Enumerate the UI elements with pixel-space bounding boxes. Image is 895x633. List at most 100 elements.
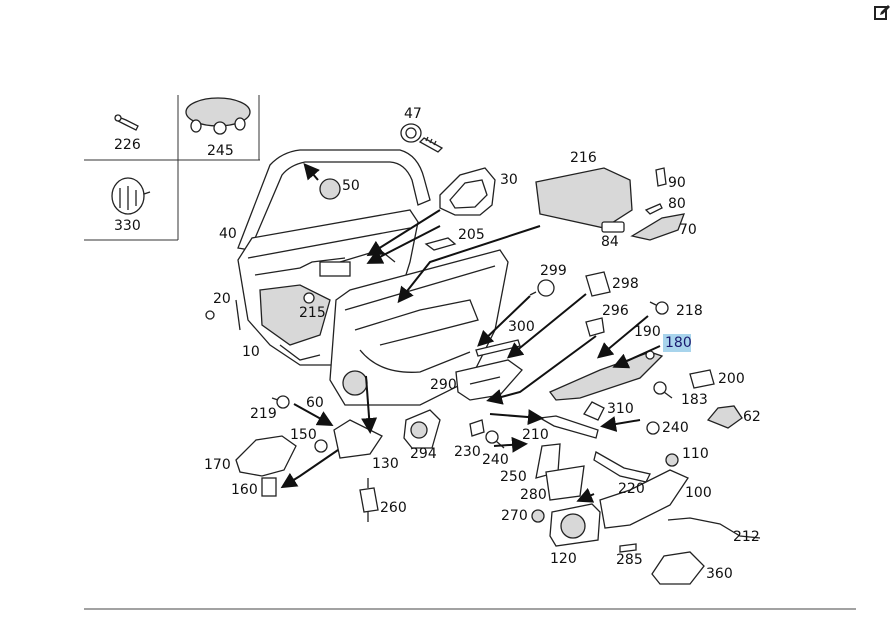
part-170-module[interactable] <box>235 435 297 477</box>
label-218[interactable]: 218 <box>676 303 703 319</box>
label-310[interactable]: 310 <box>607 401 634 417</box>
inset-boxes <box>84 95 260 241</box>
part-205-clip[interactable] <box>424 237 457 251</box>
label-190[interactable]: 190 <box>634 324 661 340</box>
label-296[interactable]: 296 <box>602 303 629 319</box>
part-120-speaker[interactable] <box>549 503 601 547</box>
label-260[interactable]: 260 <box>380 500 407 516</box>
label-120[interactable]: 120 <box>550 551 577 567</box>
highlight-180 <box>663 334 691 352</box>
label-360[interactable]: 360 <box>706 566 733 582</box>
label-60[interactable]: 60 <box>306 395 324 411</box>
label-294[interactable]: 294 <box>410 446 437 462</box>
part-160-fuse[interactable] <box>261 477 277 497</box>
label-205[interactable]: 205 <box>458 227 485 243</box>
label-47[interactable]: 47 <box>404 106 422 122</box>
part-280-panel[interactable] <box>545 465 585 501</box>
part-labels: 226 245 330 47 50 30 216 90 80 84 70 40 … <box>114 106 761 582</box>
label-110[interactable]: 110 <box>682 446 709 462</box>
label-250[interactable]: 250 <box>500 469 527 485</box>
label-245[interactable]: 245 <box>207 143 234 159</box>
part-240-screw-a[interactable] <box>646 421 660 435</box>
part-245-grommet[interactable] <box>185 97 251 135</box>
part-47-seal[interactable] <box>400 123 422 143</box>
edit-icon[interactable] <box>873 4 891 22</box>
label-212[interactable]: 212 <box>733 529 760 545</box>
label-62[interactable]: 62 <box>743 409 761 425</box>
label-299[interactable]: 299 <box>540 263 567 279</box>
part-330-clip[interactable] <box>111 177 151 215</box>
label-40[interactable]: 40 <box>219 226 237 242</box>
part-260-lamp[interactable] <box>359 478 379 522</box>
part-299-screw[interactable] <box>529 279 555 297</box>
part-220-trim[interactable] <box>593 451 651 483</box>
part-285-clip[interactable] <box>619 543 637 553</box>
label-183[interactable]: 183 <box>681 392 708 408</box>
part-212-cable[interactable] <box>667 517 761 539</box>
part-210-support[interactable] <box>537 415 599 439</box>
label-50[interactable]: 50 <box>342 178 360 194</box>
label-215[interactable]: 215 <box>299 305 326 321</box>
part-40-window-frame[interactable] <box>237 149 431 251</box>
label-30[interactable]: 30 <box>500 172 518 188</box>
part-296-clip[interactable] <box>585 317 605 337</box>
part-298-clip[interactable] <box>585 271 611 297</box>
part-216-pad[interactable] <box>535 167 633 229</box>
label-219[interactable]: 219 <box>250 406 277 422</box>
label-130[interactable]: 130 <box>372 456 399 472</box>
part-230-clip[interactable] <box>469 419 485 437</box>
label-10[interactable]: 10 <box>242 344 260 360</box>
part-62-cover[interactable] <box>706 405 743 429</box>
part-100-pocket[interactable] <box>599 469 689 529</box>
part-150-clip[interactable] <box>314 439 328 453</box>
label-20[interactable]: 20 <box>213 291 231 307</box>
label-170[interactable]: 170 <box>204 457 231 473</box>
part-290-armrest[interactable] <box>455 359 523 401</box>
part-110-clip[interactable] <box>665 453 679 467</box>
label-285[interactable]: 285 <box>616 552 643 568</box>
part-226-clip-pin[interactable] <box>114 114 139 131</box>
part-310-bracket[interactable] <box>583 401 605 421</box>
part-70-door-pull[interactable] <box>630 213 686 241</box>
part-47-screw[interactable] <box>418 136 444 153</box>
part-360-bracket[interactable] <box>651 551 705 585</box>
label-70[interactable]: 70 <box>679 222 697 238</box>
part-240-screw-b[interactable] <box>485 430 505 449</box>
part-180-trim-strip[interactable] <box>548 351 664 401</box>
label-80[interactable]: 80 <box>668 196 686 212</box>
label-90[interactable]: 90 <box>668 175 686 191</box>
part-270-clip[interactable] <box>531 509 545 523</box>
part-183-screw[interactable] <box>653 381 673 399</box>
part-30-handle-housing[interactable] <box>439 167 496 216</box>
part-20-plug[interactable] <box>205 310 215 320</box>
part-215-clip[interactable] <box>303 292 315 304</box>
label-240-b[interactable]: 240 <box>482 452 509 468</box>
label-300[interactable]: 300 <box>508 319 535 335</box>
label-226[interactable]: 226 <box>114 137 141 153</box>
label-298[interactable]: 298 <box>612 276 639 292</box>
label-216[interactable]: 216 <box>570 150 597 166</box>
label-280[interactable]: 280 <box>520 487 547 503</box>
label-210[interactable]: 210 <box>522 427 549 443</box>
label-230[interactable]: 230 <box>454 444 481 460</box>
label-180[interactable]: 180 <box>665 335 692 351</box>
label-84[interactable]: 84 <box>601 234 619 250</box>
part-200-switch[interactable] <box>689 369 715 389</box>
part-218-screw[interactable] <box>649 301 669 315</box>
part-219-screw[interactable] <box>271 395 290 409</box>
part-90-fastener[interactable] <box>655 167 667 187</box>
part-80-clip[interactable] <box>644 203 663 215</box>
label-240-a[interactable]: 240 <box>662 420 689 436</box>
part-84-clip[interactable] <box>601 221 625 233</box>
label-160[interactable]: 160 <box>231 482 258 498</box>
label-330[interactable]: 330 <box>114 218 141 234</box>
label-200[interactable]: 200 <box>718 371 745 387</box>
label-100[interactable]: 100 <box>685 485 712 501</box>
label-150[interactable]: 150 <box>290 427 317 443</box>
label-220[interactable]: 220 <box>618 481 645 497</box>
part-50-cap[interactable] <box>319 178 341 200</box>
part-130-trim[interactable] <box>333 419 383 459</box>
label-290[interactable]: 290 <box>430 377 457 393</box>
part-294-speaker-cover[interactable] <box>403 409 441 449</box>
label-270[interactable]: 270 <box>501 508 528 524</box>
